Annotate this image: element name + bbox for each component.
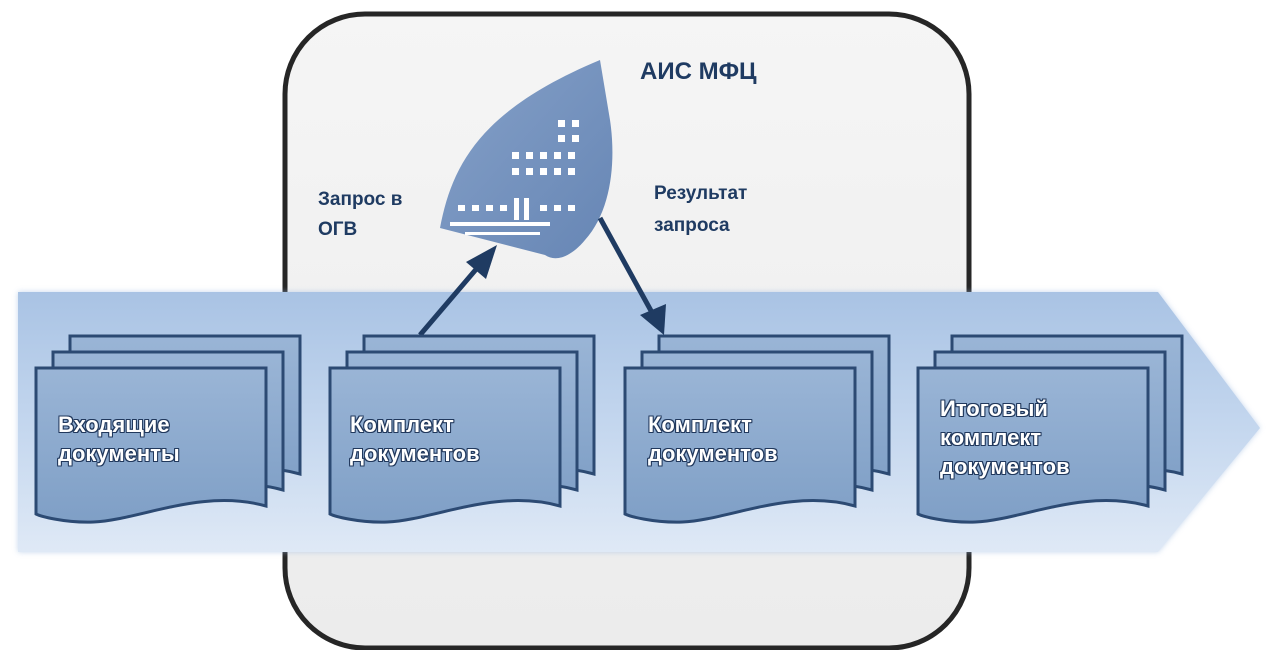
document-stack-incoming bbox=[34, 334, 302, 524]
document-stack-final bbox=[916, 334, 1184, 524]
stage-label-set-1: Комплект документов bbox=[350, 412, 480, 466]
system-title: АИС МФЦ bbox=[640, 58, 757, 85]
request-arrow bbox=[418, 245, 497, 337]
request-label: Запрос в ОГВ bbox=[318, 189, 403, 240]
document-sheet bbox=[916, 366, 1150, 524]
building-icon bbox=[440, 60, 613, 259]
stage-label-set-2: Комплект документов bbox=[648, 412, 778, 466]
result-label: Результат запроса bbox=[654, 183, 748, 236]
stage-label-final: Итоговый комплект документов bbox=[940, 396, 1070, 479]
document-sheet bbox=[328, 366, 562, 524]
document-sheet bbox=[34, 366, 268, 524]
result-arrow bbox=[597, 216, 666, 335]
document-sheet bbox=[623, 366, 857, 524]
stage-label-incoming: Входящие документы bbox=[58, 412, 180, 466]
document-stack-set-1 bbox=[328, 334, 596, 524]
document-stack-set-2 bbox=[623, 334, 891, 524]
